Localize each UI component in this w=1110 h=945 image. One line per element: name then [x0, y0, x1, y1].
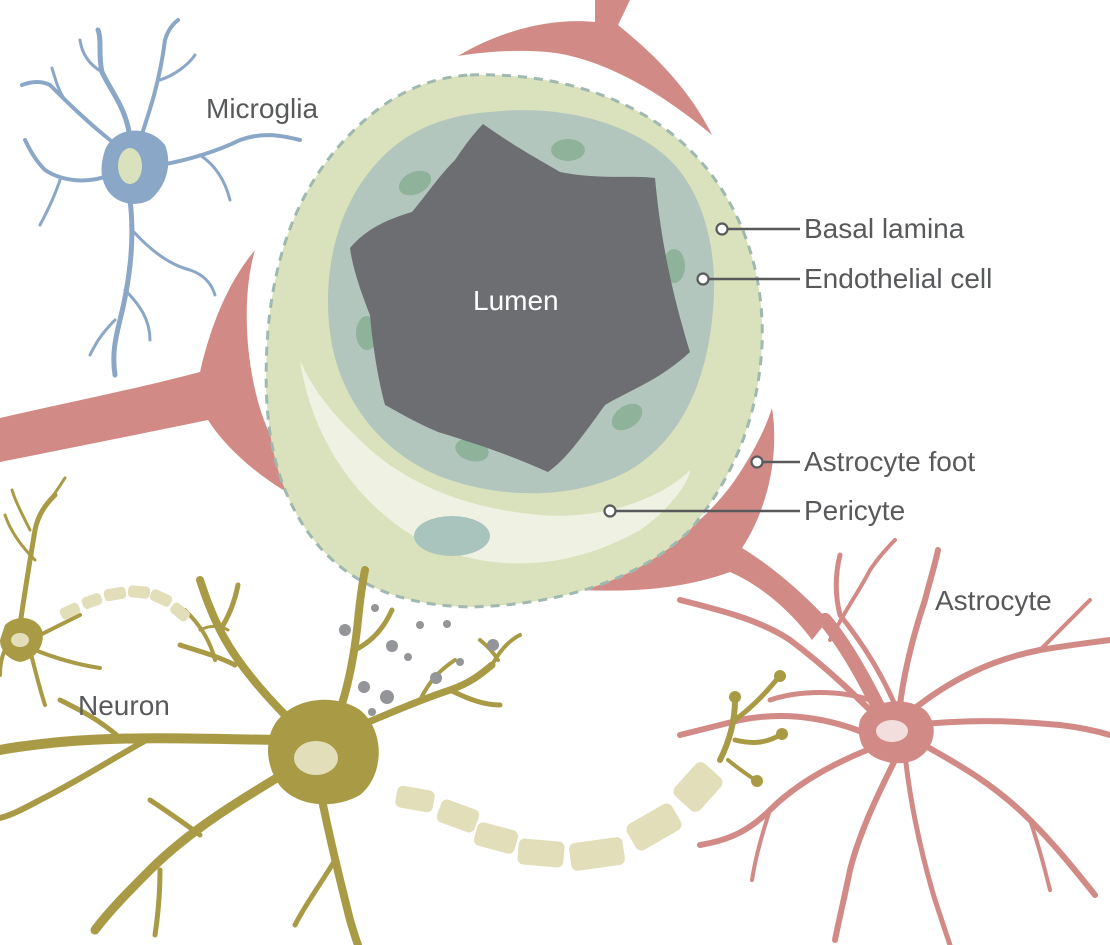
axon-terminal-bulbs — [729, 670, 788, 787]
pericyte — [300, 360, 690, 564]
myelinated-axon — [395, 762, 723, 871]
endothelial-nucleus — [398, 170, 432, 196]
small-neuron-axon — [59, 585, 190, 622]
endothelial-nucleus — [611, 403, 643, 431]
lumen — [350, 124, 690, 472]
microglia-cell — [20, 18, 302, 378]
neuron-label: Neuron — [78, 690, 170, 721]
astrocyte-body — [858, 701, 934, 764]
astrocyte-foot-marker — [750, 455, 764, 469]
astrocyte-endfoot-top — [458, 0, 712, 135]
pericyte-label: Pericyte — [804, 495, 905, 526]
endothelial-cell-label: Endothelial cell — [804, 263, 992, 294]
microglia-label: Microglia — [206, 93, 318, 124]
astrocyte-foot-label: Astrocyte foot — [804, 446, 975, 477]
astrocyte-nucleus — [876, 720, 908, 742]
microglia-nucleus — [118, 148, 142, 184]
axon-terminal — [717, 675, 783, 782]
pericyte-marker — [603, 504, 617, 518]
large-neuron — [0, 566, 522, 945]
astrocyte-cell — [677, 538, 1110, 945]
endothelial-nucleus — [551, 139, 585, 161]
lumen-label: Lumen — [473, 285, 559, 316]
pericyte-nucleus — [414, 516, 490, 556]
basal-lamina-label: Basal lamina — [804, 213, 965, 244]
large-neuron-body — [268, 699, 379, 805]
small-neuron-body — [0, 618, 43, 662]
endothelial-cell-marker — [696, 272, 710, 286]
basal-lamina-marker — [715, 222, 729, 236]
astrocyte-foot — [580, 408, 828, 640]
neurotransmitter-dots — [339, 604, 499, 716]
astrocyte-label: Astrocyte — [935, 585, 1052, 616]
neuron-nucleus — [294, 741, 338, 775]
microglia-body — [101, 130, 169, 204]
astrocyte-endfoot-left — [0, 250, 312, 505]
